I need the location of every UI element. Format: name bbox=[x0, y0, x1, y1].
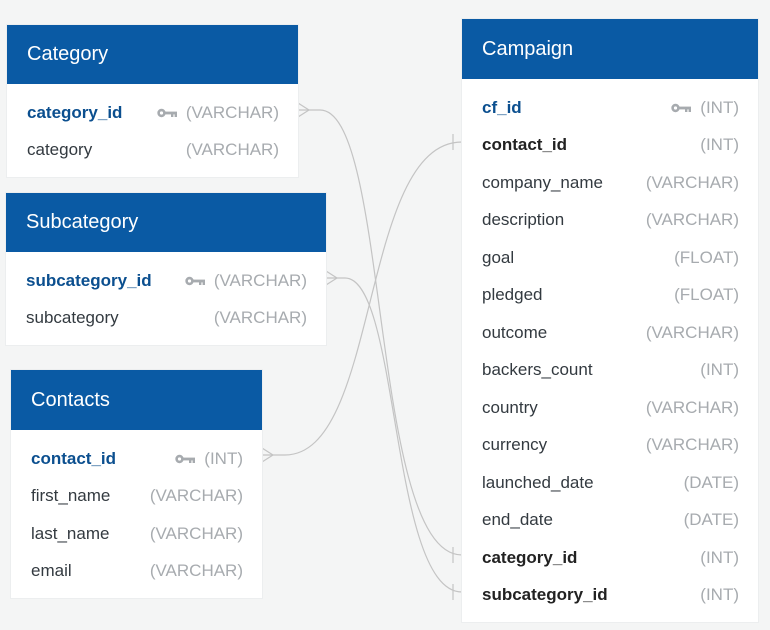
contacts-table[interactable]: Contacts contact_id (INT) first_name (VARCH… bbox=[11, 370, 262, 598]
subcategory-columns: subcategory_id (VARCHAR) subcategory (VARCH… bbox=[6, 252, 326, 345]
column-type: (VARCHAR) bbox=[645, 397, 739, 417]
column-type: (INT) bbox=[700, 547, 739, 567]
column-type: (VARCHAR) bbox=[149, 561, 243, 581]
campaign-column-row[interactable]: goal (FLOAT) bbox=[462, 239, 758, 277]
column-name: category bbox=[27, 140, 93, 160]
campaign-column-row[interactable]: backers_count (INT) bbox=[462, 352, 758, 390]
column-type: (INT) bbox=[700, 585, 739, 605]
campaign-column-row[interactable]: currency (VARCHAR) bbox=[462, 427, 758, 465]
column-type: (VARCHAR) bbox=[213, 308, 307, 328]
column-name: category_id bbox=[27, 102, 123, 122]
column-type: (VARCHAR) bbox=[213, 270, 307, 290]
column-name: subcategory_id bbox=[482, 585, 608, 605]
column-type: (INT) bbox=[204, 448, 243, 468]
column-type: (VARCHAR) bbox=[149, 486, 243, 506]
campaign-column-row[interactable]: description (VARCHAR) bbox=[462, 202, 758, 240]
column-name: contact_id bbox=[482, 135, 568, 155]
subcategory-table[interactable]: Subcategory subcategory_id(VARCHAR)subca… bbox=[6, 193, 326, 345]
campaign-column-row[interactable]: cf_id (INT) bbox=[462, 89, 758, 127]
campaign-column-row[interactable]: country (VARCHAR) bbox=[462, 389, 758, 427]
subcategory-column-row[interactable]: subcategory (VARCHAR) bbox=[6, 300, 326, 338]
column-type: (VARCHAR) bbox=[185, 102, 279, 122]
key-icon bbox=[670, 101, 692, 115]
campaign-table[interactable]: Campaign cf_id (INT) contact_id (INT) compan… bbox=[462, 19, 758, 622]
subcategory-column-row[interactable]: subcategory_id (VARCHAR) bbox=[6, 262, 326, 300]
subcategory-table-title: Subcategory bbox=[6, 193, 326, 252]
column-type: (INT) bbox=[700, 97, 739, 117]
campaign-column-row[interactable]: contact_id (INT) bbox=[462, 127, 758, 165]
campaign-column-row[interactable]: launched_date (DATE) bbox=[462, 464, 758, 502]
column-name: outcome bbox=[482, 322, 548, 342]
column-name: end_date bbox=[482, 510, 553, 530]
column-type: (DATE) bbox=[683, 472, 739, 492]
campaign-column-row[interactable]: category_id (INT) bbox=[462, 539, 758, 577]
campaign-columns: cf_id (INT) contact_id (INT) company_name (VA… bbox=[462, 79, 758, 622]
column-name: category_id bbox=[482, 547, 578, 567]
key-icon bbox=[156, 106, 178, 120]
column-name: subcategory_id bbox=[26, 270, 152, 290]
contacts-column-row[interactable]: first_name (VARCHAR) bbox=[11, 478, 262, 516]
contacts-column-row[interactable]: email (VARCHAR) bbox=[11, 553, 262, 591]
category-columns: category_id (VARCHAR) category (VARCHAR) bbox=[7, 84, 298, 177]
column-name: last_name bbox=[31, 523, 110, 543]
column-type: (INT) bbox=[700, 135, 739, 155]
column-name: subcategory bbox=[26, 308, 119, 328]
campaign-column-row[interactable]: pledged (FLOAT) bbox=[462, 277, 758, 315]
column-type: (VARCHAR) bbox=[185, 140, 279, 160]
column-name: currency bbox=[482, 435, 548, 455]
column-type: (VARCHAR) bbox=[149, 523, 243, 543]
column-type: (VARCHAR) bbox=[645, 435, 739, 455]
contacts-column-row[interactable]: contact_id (INT) bbox=[11, 440, 262, 478]
contacts-columns: contact_id(INT)first_name(VARCHAR)last_n… bbox=[11, 430, 262, 598]
column-type: (VARCHAR) bbox=[645, 322, 739, 342]
category-table[interactable]: Category category_id (VARCHAR) category (VA… bbox=[7, 25, 298, 177]
column-name: contact_id bbox=[31, 448, 117, 468]
column-type: (INT) bbox=[700, 360, 739, 380]
column-name: company_name bbox=[482, 172, 603, 192]
key-icon bbox=[174, 452, 196, 466]
column-name: pledged bbox=[482, 285, 543, 305]
category-column-row[interactable]: category (VARCHAR) bbox=[7, 132, 298, 170]
campaign-table-title: Campaign bbox=[462, 19, 758, 79]
column-type: (VARCHAR) bbox=[645, 210, 739, 230]
contacts-column-row[interactable]: last_name (VARCHAR) bbox=[11, 515, 262, 553]
campaign-column-row[interactable]: end_date (DATE) bbox=[462, 502, 758, 540]
column-type: (VARCHAR) bbox=[645, 172, 739, 192]
column-name: first_name bbox=[31, 486, 111, 506]
category-table-title: Category bbox=[7, 25, 298, 84]
campaign-column-row[interactable]: company_name (VARCHAR) bbox=[462, 164, 758, 202]
relationship-subcategory-campaign bbox=[325, 270, 463, 600]
column-type: (FLOAT) bbox=[674, 247, 739, 267]
campaign-column-row[interactable]: outcome (VARCHAR) bbox=[462, 314, 758, 352]
column-type: (DATE) bbox=[683, 510, 739, 530]
column-name: country bbox=[482, 397, 538, 417]
contacts-table-title: Contacts bbox=[11, 370, 262, 430]
column-name: goal bbox=[482, 247, 515, 267]
column-name: cf_id bbox=[482, 97, 522, 117]
campaign-column-row[interactable]: subcategory_id (INT) bbox=[462, 577, 758, 615]
key-icon bbox=[184, 274, 206, 288]
column-name: email bbox=[31, 561, 72, 581]
column-name: backers_count bbox=[482, 360, 593, 380]
category-column-row[interactable]: category_id (VARCHAR) bbox=[7, 94, 298, 132]
column-type: (FLOAT) bbox=[674, 285, 739, 305]
column-name: launched_date bbox=[482, 472, 594, 492]
column-name: description bbox=[482, 210, 565, 230]
